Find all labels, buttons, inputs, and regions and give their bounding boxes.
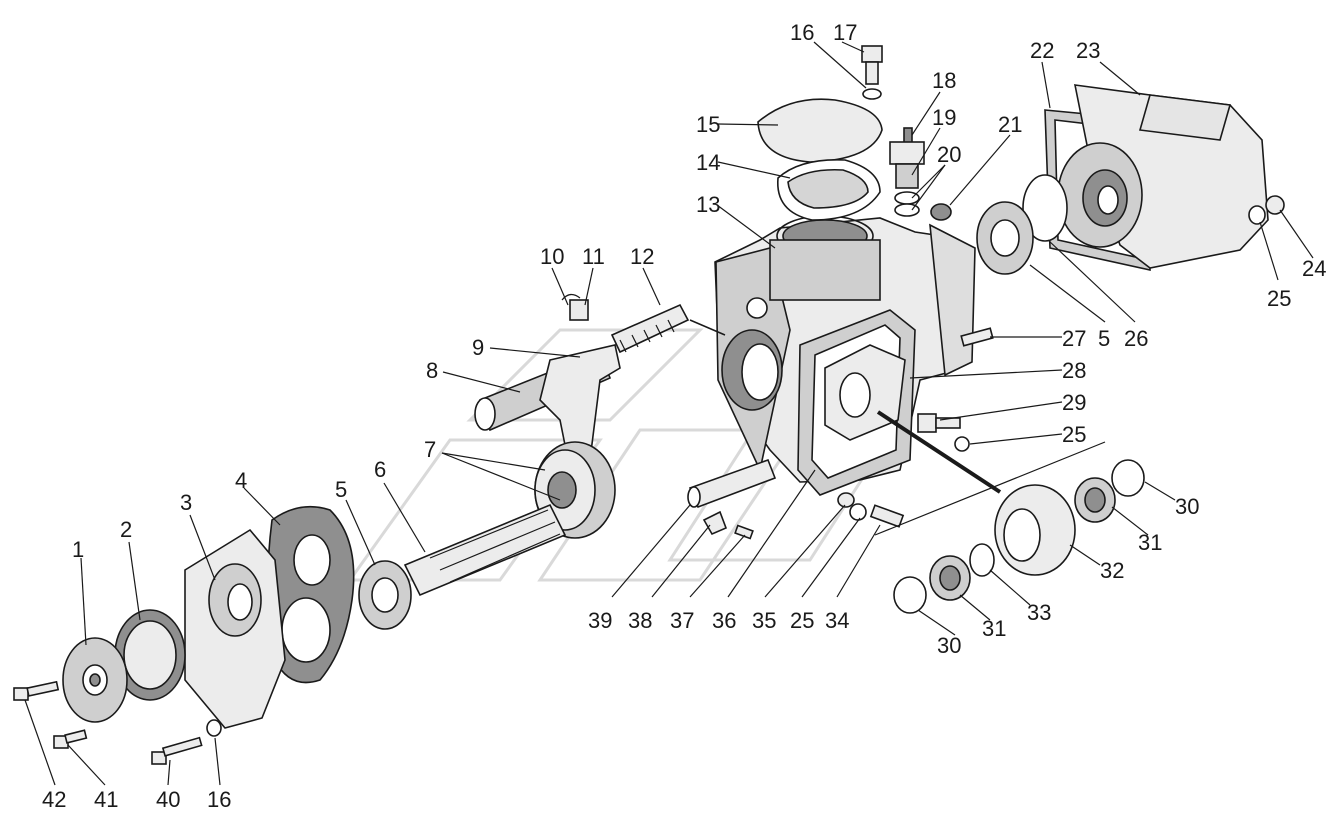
callout-25a: 25 [1267, 286, 1291, 311]
callout-26: 26 [1124, 326, 1148, 351]
callout-10: 10 [540, 244, 564, 269]
callout-33: 33 [1027, 600, 1051, 625]
callout-labels: 1 2 3 4 5 6 7 8 9 10 11 12 13 14 15 16 1… [42, 20, 1326, 812]
callout-8: 8 [426, 358, 438, 383]
callout-23: 23 [1076, 38, 1100, 63]
callout-29: 29 [1062, 390, 1086, 415]
axle-pin-lock [687, 458, 777, 540]
callout-30b: 30 [937, 633, 961, 658]
end-cover-assembly [62, 505, 355, 729]
callout-39: 39 [588, 608, 612, 633]
idler-gear-set [893, 459, 1145, 614]
stud-bolt [960, 327, 994, 347]
callout-13: 13 [696, 192, 720, 217]
callout-4: 4 [235, 468, 247, 493]
callout-41: 41 [94, 787, 118, 812]
callout-21: 21 [998, 112, 1022, 137]
callout-27: 27 [1062, 326, 1086, 351]
callout-35: 35 [752, 608, 776, 633]
callout-12: 12 [630, 244, 654, 269]
end-cover-fasteners [13, 680, 222, 765]
stud-nut-set [837, 492, 905, 528]
callout-25c: 25 [790, 608, 814, 633]
callout-25b: 25 [1062, 422, 1086, 447]
callout-34: 34 [825, 608, 849, 633]
callout-7: 7 [424, 437, 436, 462]
callout-31a: 31 [1138, 530, 1162, 555]
callout-36: 36 [712, 608, 736, 633]
callout-17: 17 [833, 20, 857, 45]
callout-11: 11 [582, 244, 605, 269]
callout-5a: 5 [335, 477, 347, 502]
callout-37: 37 [670, 608, 694, 633]
callout-1: 1 [72, 537, 84, 562]
callout-18: 18 [932, 68, 956, 93]
callout-19: 19 [932, 105, 956, 130]
callout-5b: 5 [1098, 326, 1110, 351]
callout-20: 20 [937, 142, 961, 167]
callout-40: 40 [156, 787, 180, 812]
callout-38: 38 [628, 608, 652, 633]
callout-9: 9 [472, 335, 484, 360]
cover-bolt [861, 45, 883, 100]
callout-3: 3 [180, 490, 192, 515]
top-cover [757, 98, 883, 221]
callout-24: 24 [1302, 256, 1326, 281]
callout-32: 32 [1100, 558, 1124, 583]
callout-6: 6 [374, 457, 386, 482]
callout-28: 28 [1062, 358, 1086, 383]
drive-shaft [358, 503, 567, 630]
pressure-sensor [889, 127, 952, 221]
side-bolt [917, 413, 970, 452]
callout-14: 14 [696, 150, 720, 175]
callout-16b: 16 [207, 787, 231, 812]
callout-31b: 31 [982, 616, 1006, 641]
callout-16a: 16 [790, 20, 814, 45]
callout-30a: 30 [1175, 494, 1199, 519]
callout-22: 22 [1030, 38, 1054, 63]
callout-42: 42 [42, 787, 66, 812]
shift-mechanism [474, 293, 690, 472]
callout-15: 15 [696, 112, 720, 137]
callout-2: 2 [120, 517, 132, 542]
hydraulic-pump [1044, 84, 1269, 271]
leader-lines [24, 41, 1314, 786]
pump-side-bearing [976, 174, 1285, 275]
